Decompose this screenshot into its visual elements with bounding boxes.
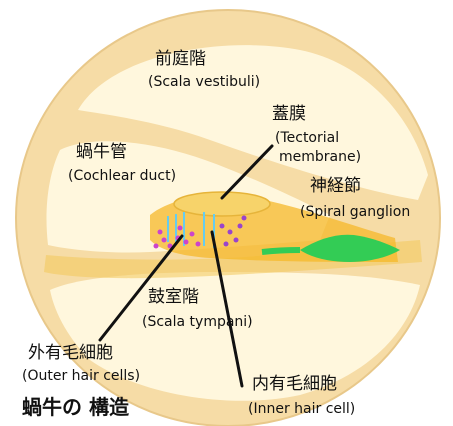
label-inner-hair-cell-jp: 内有毛細胞 xyxy=(252,374,337,394)
label-tectorial-en1: (Tectorial xyxy=(275,130,339,146)
nerve-fiber xyxy=(262,250,300,252)
label-cochlear-duct-jp: 蝸牛管 xyxy=(76,142,127,162)
label-cochlear-duct-en: (Cochlear duct) xyxy=(68,168,176,184)
label-inner-hair-cell-en: (Inner hair cell) xyxy=(248,401,355,417)
label-scala-vestibuli-en: (Scala vestibuli) xyxy=(148,74,260,90)
diagram-title: 蝸牛の 構造 xyxy=(22,395,130,419)
label-tectorial-jp: 蓋膜 xyxy=(272,104,306,124)
label-scala-tympani-jp: 鼓室階 xyxy=(148,287,199,307)
label-scala-vestibuli-jp: 前庭階 xyxy=(155,49,206,69)
label-spiral-ganglion-jp: 神経節 xyxy=(310,176,361,196)
label-spiral-ganglion-en: (Spiral ganglion xyxy=(300,204,410,220)
label-tectorial-en2: membrane) xyxy=(279,149,361,165)
tectorial-membrane xyxy=(174,192,270,216)
label-scala-tympani-en: (Scala tympani) xyxy=(142,314,253,330)
label-outer-hair-cells-en: (Outer hair cells) xyxy=(22,368,140,384)
label-outer-hair-cells-jp: 外有毛細胞 xyxy=(28,343,113,363)
